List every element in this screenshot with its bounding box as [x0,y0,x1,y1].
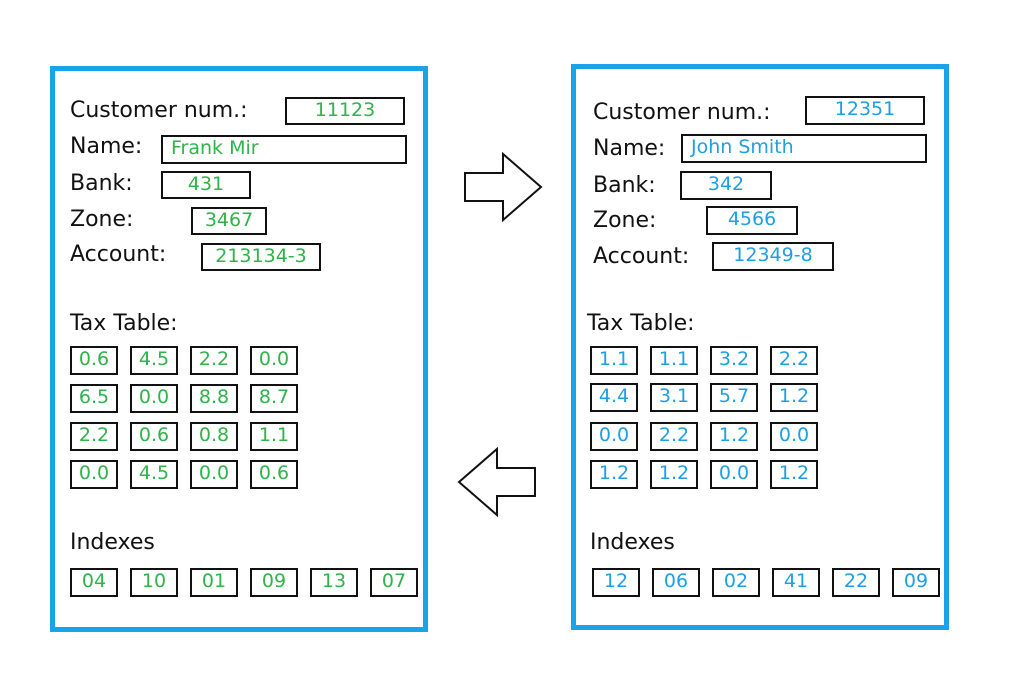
customer-num-value: 11123 [285,97,405,125]
customer-num-label: Customer num.: [593,100,771,125]
name-label: Name: [70,134,143,159]
index-cell: 07 [370,568,418,597]
tax-cell: 3.2 [710,346,758,375]
indexes-label: Indexes [590,530,675,555]
index-cell: 09 [250,568,298,597]
account-value: 213134-3 [201,243,321,271]
tax-cell: 1.2 [770,383,818,412]
account-label: Account: [593,244,690,269]
tax-cell: 0.0 [70,460,118,489]
index-cell: 22 [832,568,880,597]
index-cell: 06 [652,568,700,597]
index-cell: 10 [130,568,178,597]
zone-value: 4566 [706,206,798,235]
tax-cell: 4.5 [130,460,178,489]
index-cell: 13 [310,568,358,597]
customer-num-value: 12351 [805,96,925,125]
left-arrow-icon [457,446,536,518]
index-cell: 04 [70,568,118,597]
bank-label: Bank: [593,173,656,198]
tax-cell: 0.6 [250,460,298,489]
tax-cell: 0.0 [590,422,638,451]
tax-cell: 0.0 [770,422,818,451]
left-record-panel: Customer num.: 11123 Name: Frank Mir Ban… [50,66,428,632]
right-record-panel: Customer num.: 12351 Name: John Smith Ba… [571,64,949,630]
tax-cell: 1.1 [650,346,698,375]
tax-cell: 2.2 [770,346,818,375]
tax-cell: 5.7 [710,383,758,412]
name-label: Name: [593,136,666,161]
index-cell: 12 [592,568,640,597]
tax-cell: 2.2 [190,346,238,375]
tax-cell: 1.2 [710,422,758,451]
tax-table-label: Tax Table: [70,311,178,336]
indexes-label: Indexes [70,530,155,555]
tax-cell: 8.8 [190,384,238,413]
zone-label: Zone: [593,208,657,233]
tax-cell: 0.6 [130,422,178,451]
right-arrow-icon [464,151,543,223]
tax-cell: 4.5 [130,346,178,375]
tax-cell: 6.5 [70,384,118,413]
name-value: John Smith [681,134,927,163]
tax-cell: 0.8 [190,422,238,451]
zone-label: Zone: [70,207,134,232]
tax-cell: 0.0 [710,460,758,489]
tax-cell: 1.1 [590,346,638,375]
index-cell: 01 [190,568,238,597]
name-value: Frank Mir [161,135,407,164]
tax-table-label: Tax Table: [587,311,695,336]
customer-num-label: Customer num.: [70,98,248,123]
index-cell: 09 [892,568,940,597]
zone-value: 3467 [191,207,267,235]
bank-value: 342 [680,171,772,200]
tax-cell: 3.1 [650,383,698,412]
tax-cell: 1.2 [770,460,818,489]
tax-cell: 0.0 [190,460,238,489]
bank-value: 431 [161,171,251,199]
tax-cell: 8.7 [250,384,298,413]
account-label: Account: [70,242,167,267]
tax-cell: 1.2 [590,460,638,489]
tax-cell: 4.4 [590,383,638,412]
tax-cell: 0.0 [130,384,178,413]
tax-cell: 2.2 [70,422,118,451]
tax-cell: 1.1 [250,422,298,451]
tax-cell: 0.0 [250,346,298,375]
index-cell: 02 [712,568,760,597]
tax-cell: 0.6 [70,346,118,375]
tax-cell: 2.2 [650,422,698,451]
index-cell: 41 [772,568,820,597]
account-value: 12349-8 [712,242,834,271]
bank-label: Bank: [70,171,133,196]
tax-cell: 1.2 [650,460,698,489]
